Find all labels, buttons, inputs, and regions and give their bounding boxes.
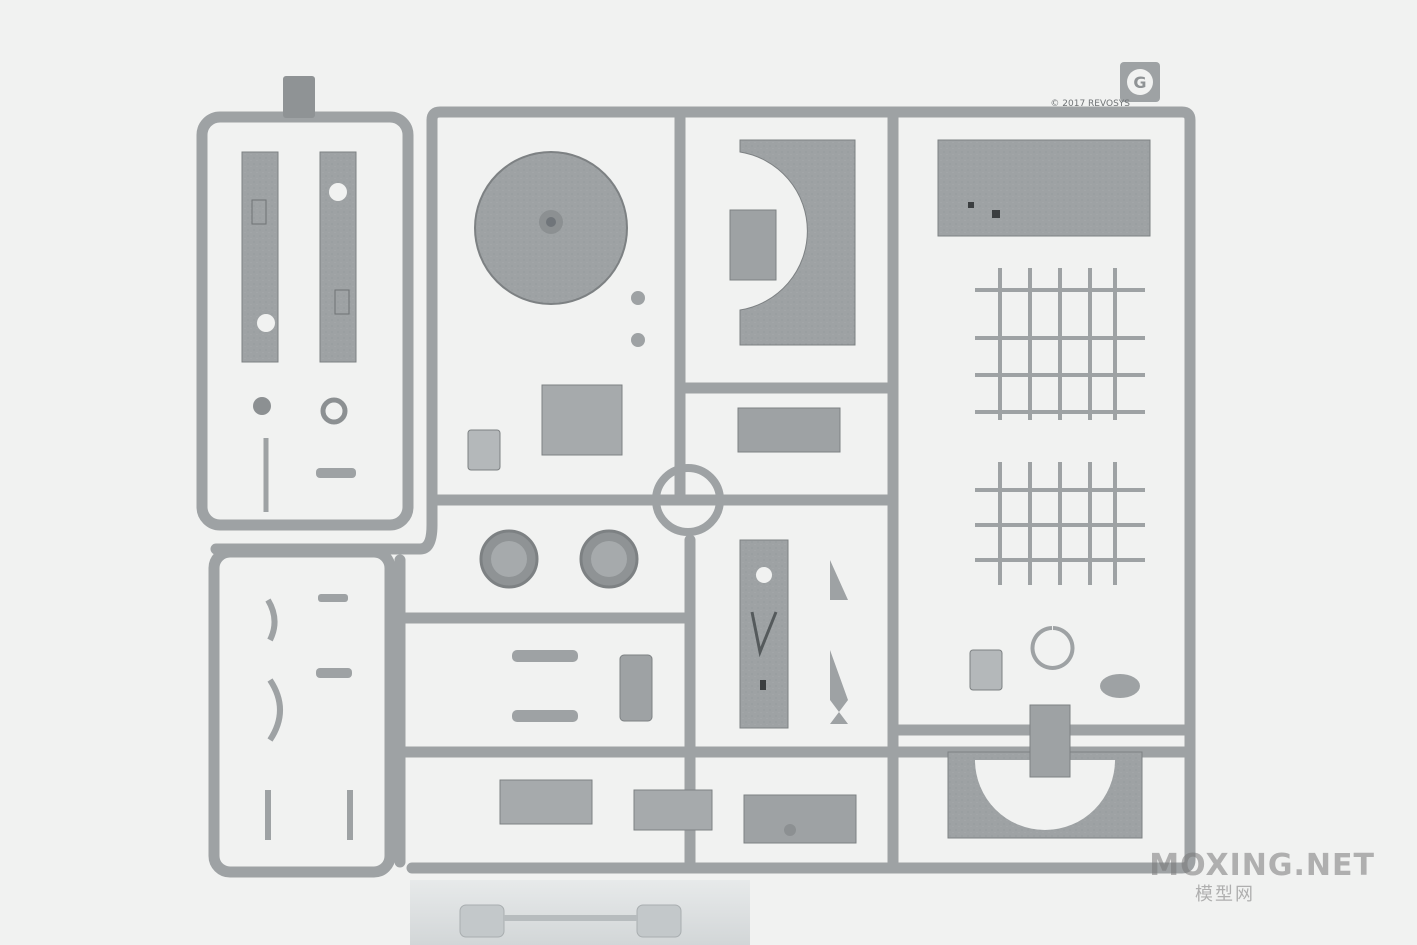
parts-drum-wheels [479, 529, 639, 589]
watermark-site: MOXING.NET [1149, 848, 1375, 883]
parts-small-fittings [265, 560, 848, 840]
watermark-site-cn: 模型网 [1195, 884, 1255, 905]
copyright-mark: © 2017 REVOSYS [1050, 99, 1130, 109]
part-lower-arched-plate [947, 626, 1143, 839]
part-rectangular-plate [937, 139, 1151, 237]
sprue-frame [196, 106, 1196, 878]
part-center-ring [652, 464, 724, 536]
part-arched-plate [729, 139, 856, 346]
part-seat-block [467, 384, 1003, 691]
parts-grating [975, 268, 1145, 585]
part-round-disc [474, 151, 645, 347]
parts-bottom-boxes [499, 779, 857, 844]
parts-long-plates [241, 151, 357, 512]
sprue-letter-tag: G [1127, 69, 1153, 95]
part-keyhole-plate [739, 539, 789, 729]
sprue-letter: G [1133, 73, 1146, 92]
clear-display-stand [410, 880, 750, 945]
